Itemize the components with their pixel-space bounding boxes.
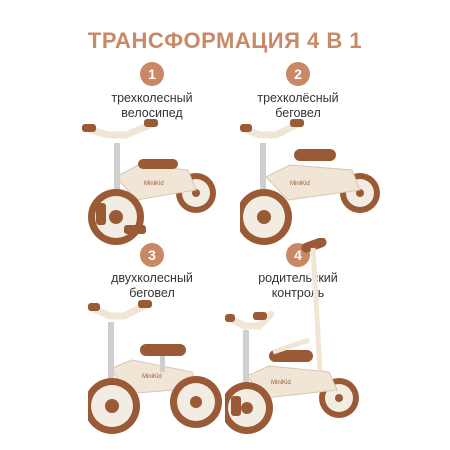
- mode-4-caption: родительский контроль: [218, 271, 378, 301]
- mode-1-caption: трехколесный велосипед: [72, 91, 232, 121]
- two-wheel-balance-bike-image: MiniKid: [88, 300, 222, 434]
- mode-1-caption-line2: велосипед: [121, 106, 183, 120]
- mode-2-caption-line1: трехколёсный: [257, 91, 339, 105]
- tricycle-balance-bike-image: MiniKid: [240, 119, 380, 245]
- mode-1-brand-label: MiniKid: [144, 181, 164, 187]
- tricycle-with-parent-handle-image: MiniKid: [225, 238, 359, 434]
- mode-2-badge: 2: [286, 62, 310, 86]
- tricycle-with-pedals-image: MiniKid: [82, 119, 216, 245]
- mode-3-caption: двухколесный беговел: [72, 271, 232, 301]
- mode-4-caption-line2: контроль: [271, 286, 325, 300]
- mode-3-caption-line1: двухколесный: [111, 271, 193, 285]
- mode-2-brand-label: MiniKid: [290, 181, 310, 187]
- mode-1-caption-line1: трехколесный: [111, 91, 193, 105]
- mode-3-badge: 3: [140, 243, 164, 267]
- mode-4-brand-label: MiniKid: [271, 380, 291, 386]
- mode-4-caption-line1: родительский: [258, 271, 338, 285]
- mode-1-badge: 1: [140, 62, 164, 86]
- mode-3-brand-label: MiniKid: [142, 374, 162, 380]
- page-title: ТРАНСФОРМАЦИЯ 4 В 1: [87, 28, 363, 53]
- mode-3-caption-line2: беговел: [129, 286, 175, 300]
- mode-2-caption-line2: беговел: [275, 106, 321, 120]
- mode-2-caption: трехколёсный беговел: [218, 91, 378, 121]
